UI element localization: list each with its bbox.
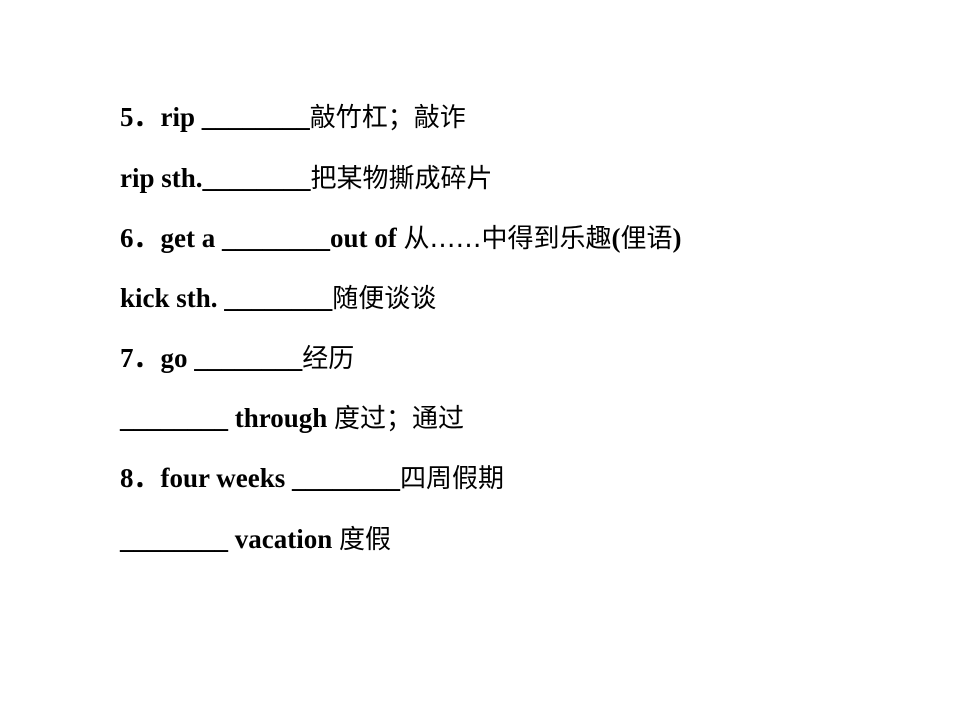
- english-phrase: ________ vacation: [120, 524, 339, 554]
- item-number: 6．: [120, 223, 161, 253]
- english-phrase: kick sth. ________: [120, 283, 333, 313]
- paren-open: (: [611, 223, 621, 253]
- chinese-meaning: 四周假期: [400, 464, 505, 494]
- item-number: 8．: [120, 463, 161, 493]
- chinese-meaning: 度假: [339, 525, 392, 555]
- english-phrase: ________ through: [120, 403, 335, 433]
- vocab-line-8b: ________ vacation 度假: [120, 519, 391, 559]
- english-phrase: rip ________: [160, 102, 310, 132]
- english-phrase: rip sth.________: [120, 163, 311, 193]
- vocab-line-5b: rip sth.________把某物撕成碎片: [120, 158, 493, 198]
- vocab-line-6b: kick sth. ________随便谈谈: [120, 278, 436, 318]
- chinese-meaning: 度过；通过: [334, 404, 465, 434]
- chinese-meaning: 把某物撕成碎片: [310, 164, 493, 194]
- vocab-line-7b: ________ through 度过；通过: [120, 398, 464, 438]
- chinese-meaning: 敲竹杠；敲诈: [309, 103, 466, 133]
- vocab-line-7: 7．go ________经历: [120, 338, 354, 378]
- english-phrase: go ________: [160, 343, 303, 373]
- chinese-meaning: 从……中得到乐趣: [403, 224, 612, 254]
- vocab-line-5: 5．rip ________敲竹杠；敲诈: [120, 97, 466, 137]
- register-note: 俚语: [620, 224, 673, 254]
- vocab-line-8: 8．four weeks ________四周假期: [120, 458, 504, 498]
- chinese-meaning: 随便谈谈: [332, 284, 437, 314]
- english-phrase: four weeks ________: [160, 463, 401, 493]
- item-number: 5．: [120, 102, 161, 132]
- english-phrase: get a ________out of: [160, 223, 404, 253]
- vocab-line-6: 6．get a ________out of 从……中得到乐趣(俚语): [120, 218, 682, 258]
- chinese-meaning: 经历: [302, 344, 355, 374]
- item-number: 7．: [120, 343, 161, 373]
- paren-close: ): [672, 223, 682, 253]
